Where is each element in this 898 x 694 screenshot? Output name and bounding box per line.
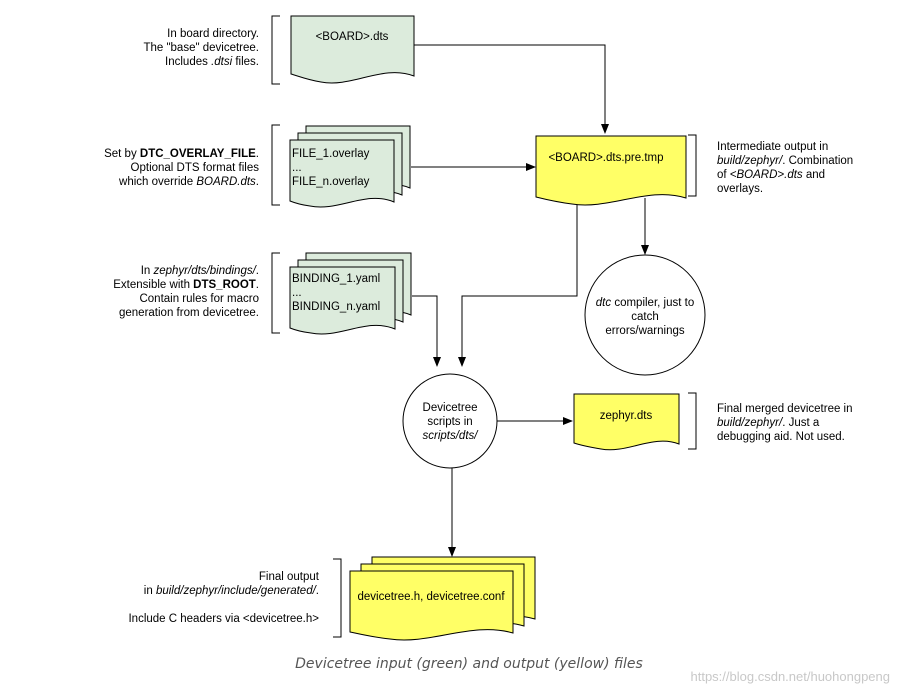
zephyr-dts-node: zephyr.dts — [573, 393, 680, 451]
brackets — [271, 15, 697, 638]
overlay-files-node: FILE_1.overlay ... FILE_n.overlay — [289, 125, 411, 208]
bracket-bindings-note — [271, 252, 280, 334]
binding-file-ellipsis: ... — [292, 287, 302, 299]
bracket-pretmp-note — [688, 134, 697, 197]
bracket-final-note — [333, 558, 342, 638]
headers-node: devicetree.h, devicetree.conf — [349, 556, 536, 641]
note-final-line3: Include C headers via <devicetree.h> — [128, 613, 319, 625]
note-bindings-line2: Extensible with DTS_ROOT. — [113, 279, 259, 291]
note-zephyr-dts-line2: build/zephyr/. Just a — [717, 417, 820, 429]
overlay-file-last: FILE_n.overlay — [292, 176, 370, 188]
board-dts-label: <BOARD>.dts — [316, 31, 389, 43]
note-overlay-line2: Optional DTS format files — [131, 162, 260, 174]
note-bindings-line4: generation from devicetree. — [119, 307, 259, 319]
note-zephyr-dts: Final merged devicetree in build/zephyr/… — [717, 403, 853, 443]
note-final: Final output in build/zephyr/include/gen… — [128, 571, 319, 625]
bracket-zephyr-dts-note — [688, 392, 697, 450]
overlay-file-ellipsis: ... — [292, 162, 302, 174]
note-zephyr-dts-line1: Final merged devicetree in — [717, 403, 853, 415]
note-pre-tmp-line3: of <BOARD>.dts and — [717, 169, 825, 181]
note-overlay-line1: Set by DTC_OVERLAY_FILE. — [104, 148, 259, 160]
note-overlay: Set by DTC_OVERLAY_FILE. Optional DTS fo… — [104, 148, 259, 188]
note-pre-tmp: Intermediate output in build/zephyr/. Co… — [717, 141, 853, 195]
note-bindings: In zephyr/dts/bindings/. Extensible with… — [113, 265, 259, 319]
bracket-board-note — [271, 15, 280, 85]
note-pre-tmp-line1: Intermediate output in — [717, 141, 828, 153]
scripts-line1: Devicetree — [423, 402, 478, 414]
note-final-line1: Final output — [259, 571, 320, 583]
devicetree-scripts-node: Devicetree scripts in scripts/dts/ — [402, 373, 498, 469]
pre-tmp-node: <BOARD>.dts.pre.tmp — [535, 135, 687, 206]
board-dts-node: <BOARD>.dts — [290, 15, 415, 84]
note-overlay-line3: which override BOARD.dts. — [118, 176, 259, 188]
dtc-compiler-node: dtc compiler, just to catch errors/warni… — [584, 254, 706, 376]
binding-file-first: BINDING_1.yaml — [292, 273, 380, 285]
note-bindings-line1: In zephyr/dts/bindings/. — [141, 265, 259, 277]
dtc-line3: errors/warnings — [605, 325, 684, 337]
headers-label: devicetree.h, devicetree.conf — [357, 591, 505, 603]
note-board-line1: In board directory. — [167, 28, 259, 40]
dtc-line2: catch — [631, 311, 659, 323]
note-board: In board directory. The "base" devicetre… — [143, 28, 259, 68]
arrow-board-to-pretmp — [414, 44, 609, 134]
binding-file-last: BINDING_n.yaml — [292, 301, 380, 313]
pre-tmp-label: <BOARD>.dts.pre.tmp — [548, 152, 663, 164]
note-final-line2: in build/zephyr/include/generated/. — [144, 585, 319, 597]
scripts-line3: scripts/dts/ — [423, 430, 480, 442]
arrow-bindings-to-scripts — [412, 295, 441, 367]
note-board-line2: The "base" devicetree. — [143, 42, 259, 54]
scripts-line2: scripts in — [427, 416, 472, 428]
figure-caption: Devicetree input (green) and output (yel… — [295, 656, 643, 672]
note-bindings-line3: Contain rules for macro — [139, 293, 259, 305]
note-board-line3: Includes .dtsi files. — [165, 56, 259, 68]
dtc-line1: dtc compiler, just to — [596, 297, 694, 309]
note-pre-tmp-line4: overlays. — [717, 183, 763, 195]
note-zephyr-dts-line3: debugging aid. Not used. — [717, 431, 845, 443]
connectors — [411, 44, 649, 557]
arrow-pretmp-to-scripts — [458, 198, 578, 367]
note-pre-tmp-line2: build/zephyr/. Combination — [717, 155, 853, 167]
zephyr-dts-label: zephyr.dts — [600, 410, 653, 422]
watermark: https://blog.csdn.net/huohongpeng — [691, 669, 891, 684]
binding-files-node: BINDING_1.yaml ... BINDING_n.yaml — [289, 252, 412, 335]
overlay-file-first: FILE_1.overlay — [292, 148, 370, 160]
bracket-overlay-note — [271, 124, 280, 206]
